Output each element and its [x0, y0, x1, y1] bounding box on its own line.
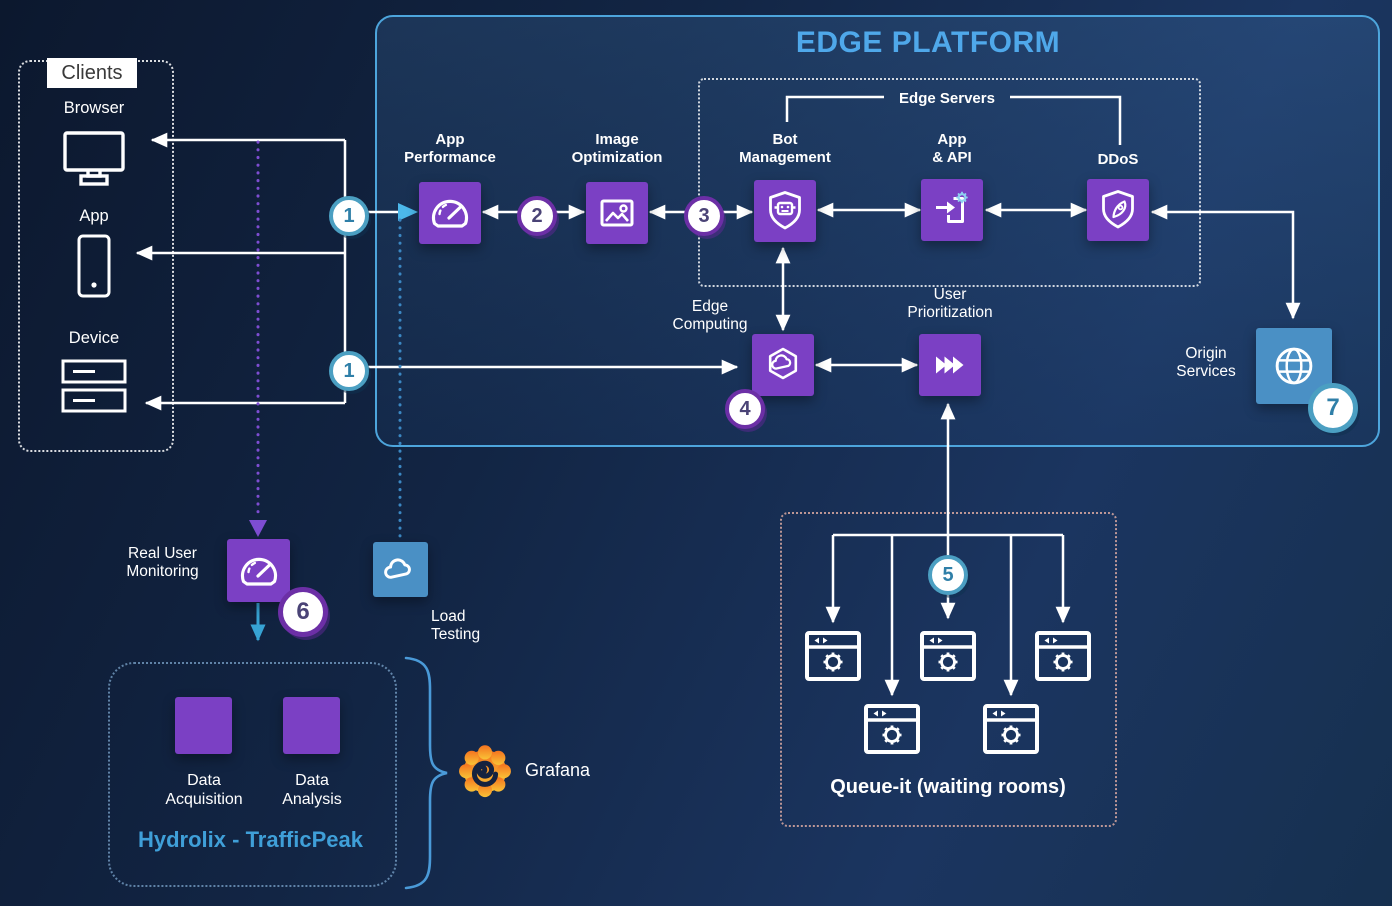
page-title: EDGE PLATFORM	[795, 26, 1061, 59]
data-acquisition-node	[175, 697, 232, 754]
image-optimization-node	[586, 182, 648, 244]
gauge-icon	[240, 557, 277, 586]
image-optimization-label: Image Optimization	[571, 131, 663, 166]
edge-computing-node	[752, 334, 814, 396]
cloud-icon	[383, 558, 411, 579]
user-prioritization-node	[919, 334, 981, 396]
client-app-label: App	[79, 207, 109, 225]
monitor-icon	[63, 131, 125, 186]
grafana-label: Grafana	[525, 760, 591, 780]
bot-management-label: Bot Management	[739, 131, 831, 166]
client-browser-label: Browser	[63, 99, 125, 117]
waiting-room-window-icon	[1035, 631, 1091, 681]
step-badge-5: 5	[928, 555, 968, 595]
app-performance-label: App Performance	[404, 131, 496, 166]
bot-shield-icon	[769, 191, 801, 230]
waiting-room-window-icon	[920, 631, 976, 681]
step-badge-1: 1	[329, 351, 369, 391]
globe-icon	[1275, 347, 1313, 385]
waiting-room-window-icon	[864, 704, 920, 754]
hydrolix-box	[108, 662, 397, 887]
app-api-icon	[936, 191, 968, 223]
server-icon	[61, 359, 127, 413]
bot-management-node	[754, 180, 816, 242]
clients-label: Clients	[47, 58, 137, 88]
load-testing-label: Load Testing	[431, 608, 481, 644]
data-analysis-label: Data Analysis	[282, 772, 342, 808]
step-badge-3: 3	[684, 196, 724, 236]
load-testing-node	[373, 542, 428, 597]
fast-forward-icon	[936, 356, 964, 374]
step-badge-4: 4	[725, 389, 765, 429]
real-user-monitoring-node	[227, 539, 290, 602]
waiting-room-window-icon	[805, 631, 861, 681]
step-badge-1: 1	[329, 196, 369, 236]
image-icon	[600, 199, 634, 227]
gauge-icon	[431, 199, 469, 228]
app-performance-node	[419, 182, 481, 244]
queue-it-label: Queue-it (waiting rooms)	[830, 776, 1066, 798]
ddos-node	[1087, 179, 1149, 241]
user-prioritization-label: User Prioritization	[907, 286, 993, 322]
client-device-label: Device	[68, 329, 120, 347]
real-user-monitoring-label: Real User Monitoring	[126, 545, 199, 581]
grafana-logo	[459, 745, 511, 798]
phone-icon	[77, 234, 111, 298]
edge-servers-box	[698, 78, 1201, 287]
waiting-room-window-icon	[983, 704, 1039, 754]
edge-computing-label: Edge Computing	[672, 298, 748, 334]
rum-dotted-arrowhead	[249, 520, 267, 537]
edge-servers-label: Edge Servers	[899, 90, 995, 107]
hexagon-cloud-icon	[768, 347, 798, 380]
ddos-shield-icon	[1102, 190, 1134, 229]
curly-brace	[404, 656, 448, 890]
app-api-label: App & API	[932, 131, 972, 166]
step-badge-2: 2	[517, 196, 557, 236]
ddos-label: DDoS	[1097, 151, 1139, 168]
hydrolix-title: Hydrolix - TrafficPeak	[138, 827, 363, 852]
step-badge-6: 6	[278, 587, 328, 637]
data-analysis-node	[283, 697, 340, 754]
app-api-node	[921, 179, 983, 241]
data-acquisition-label: Data Acquisition	[165, 772, 243, 808]
origin-services-label: Origin Services	[1176, 345, 1236, 381]
step-badge-7: 7	[1308, 383, 1358, 433]
